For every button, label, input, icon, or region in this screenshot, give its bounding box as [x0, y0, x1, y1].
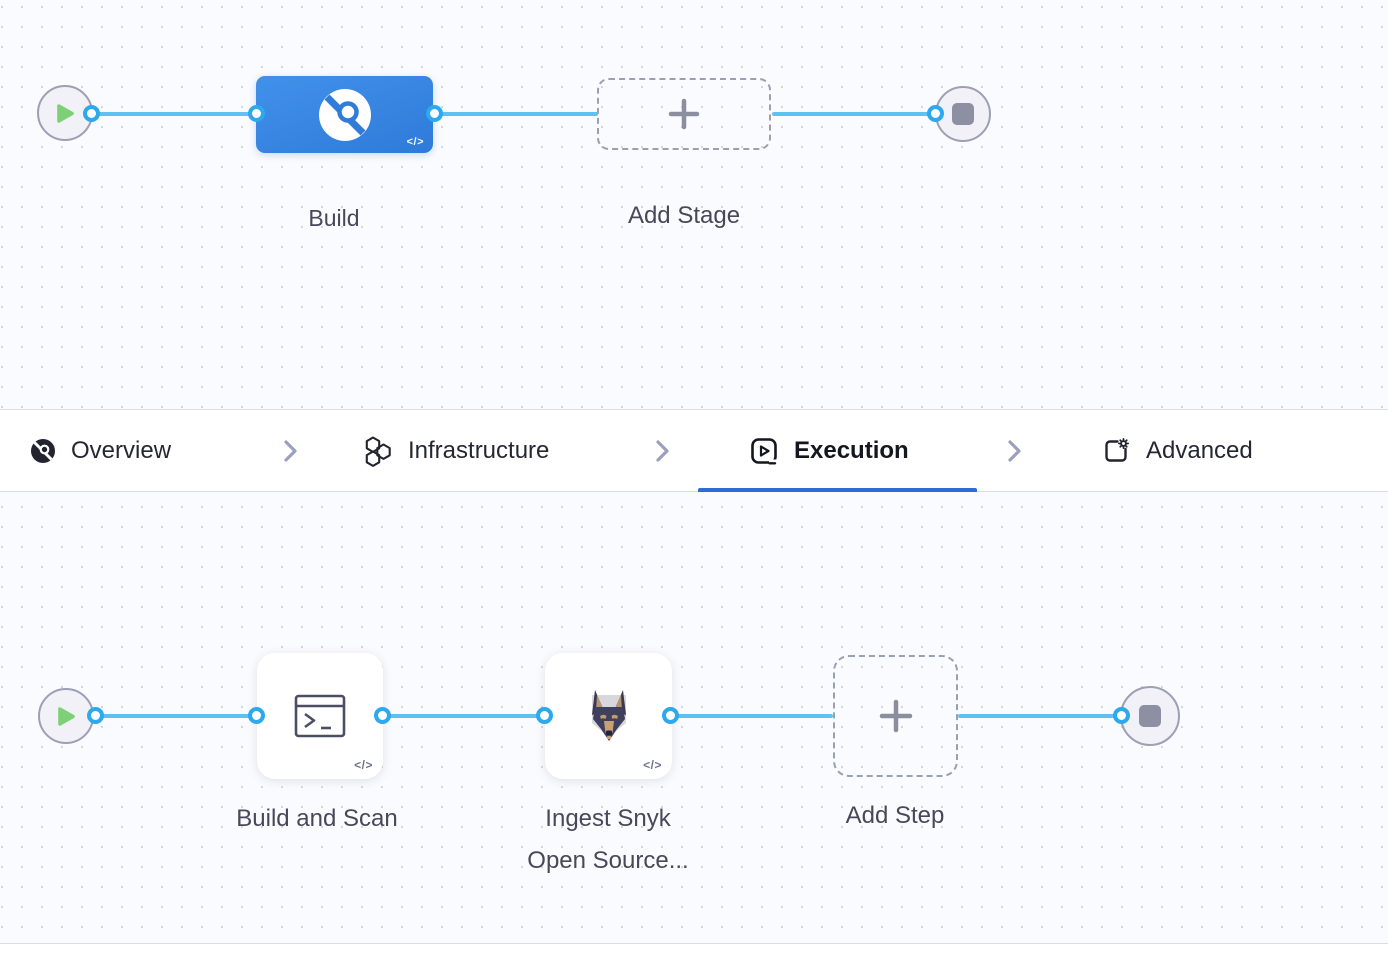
play-triangle-icon — [57, 706, 75, 726]
stage-config-tabbar: Overview Infrastructure — [0, 409, 1388, 492]
ci-build-icon — [31, 438, 55, 463]
chevron-right-icon — [284, 439, 297, 462]
tab-separator — [1006, 410, 1023, 491]
play-square-icon — [751, 437, 777, 464]
edge-addstep-to-end — [958, 714, 1122, 718]
bottom-panel-edge — [0, 943, 1388, 954]
stop-square-icon — [1139, 705, 1161, 727]
chevron-right-icon — [656, 439, 669, 462]
tab-separator — [282, 410, 299, 491]
step-label-line2: Open Source... — [527, 847, 689, 874]
plus-icon — [668, 98, 700, 130]
connector-dot[interactable] — [248, 707, 265, 724]
step-node-ingest-snyk[interactable]: </> — [545, 653, 672, 779]
stage-node-build[interactable]: </> — [256, 76, 433, 153]
edge-start-to-step1 — [96, 714, 257, 718]
tab-label: Advanced — [1146, 436, 1253, 464]
connector-dot[interactable] — [662, 707, 679, 724]
ci-build-icon — [318, 88, 371, 141]
edge-build-to-addstage — [435, 112, 598, 116]
connector-dot[interactable] — [87, 707, 104, 724]
connector-dot[interactable] — [536, 707, 553, 724]
edge-step2-to-addstep — [671, 714, 833, 718]
connector-dot[interactable] — [927, 105, 944, 122]
tab-label: Infrastructure — [408, 436, 550, 464]
terminal-icon — [294, 694, 346, 738]
connector-dot[interactable] — [426, 105, 443, 122]
stage-label: Build — [308, 205, 360, 231]
add-step-label: Add Step — [845, 802, 945, 829]
stop-square-icon — [952, 103, 974, 125]
add-step-button[interactable] — [833, 655, 958, 777]
add-stage-button[interactable] — [597, 78, 771, 150]
edge-start-to-build — [92, 112, 257, 116]
tab-infrastructure[interactable]: Infrastructure — [363, 410, 549, 491]
step-label: Build and Scan — [236, 805, 398, 832]
yaml-code-badge: </> — [643, 758, 662, 772]
play-triangle-icon — [56, 103, 74, 123]
edge-step1-to-step2 — [383, 714, 545, 718]
connector-dot[interactable] — [374, 707, 391, 724]
step-node-build-and-scan[interactable]: </> — [257, 653, 383, 779]
tab-label: Execution — [794, 436, 909, 464]
add-stage-label: Add Stage — [627, 202, 741, 229]
connector-dot[interactable] — [248, 105, 265, 122]
hexagons-icon — [365, 435, 391, 467]
snyk-doberman-icon — [591, 690, 626, 741]
tab-overview[interactable]: Overview — [30, 410, 171, 491]
active-tab-underline — [698, 488, 977, 492]
square-gear-icon — [1105, 437, 1129, 462]
tab-label: Overview — [71, 436, 172, 464]
step-label: Ingest Snyk Open Source... — [488, 798, 728, 882]
pipeline-end-node — [935, 86, 991, 142]
step-label-line1: Ingest Snyk — [545, 805, 671, 832]
chevron-right-icon — [1008, 439, 1021, 462]
tab-execution[interactable]: Execution — [749, 410, 909, 491]
yaml-code-badge: </> — [354, 758, 373, 772]
plus-icon — [879, 699, 912, 733]
edge-addstage-to-end — [772, 112, 936, 116]
connector-dot[interactable] — [1113, 707, 1130, 724]
tab-advanced[interactable]: Advanced — [1101, 410, 1253, 491]
connector-dot[interactable] — [83, 105, 100, 122]
tab-separator — [654, 410, 671, 491]
execution-start-node — [38, 688, 94, 744]
yaml-code-badge: </> — [406, 136, 424, 148]
